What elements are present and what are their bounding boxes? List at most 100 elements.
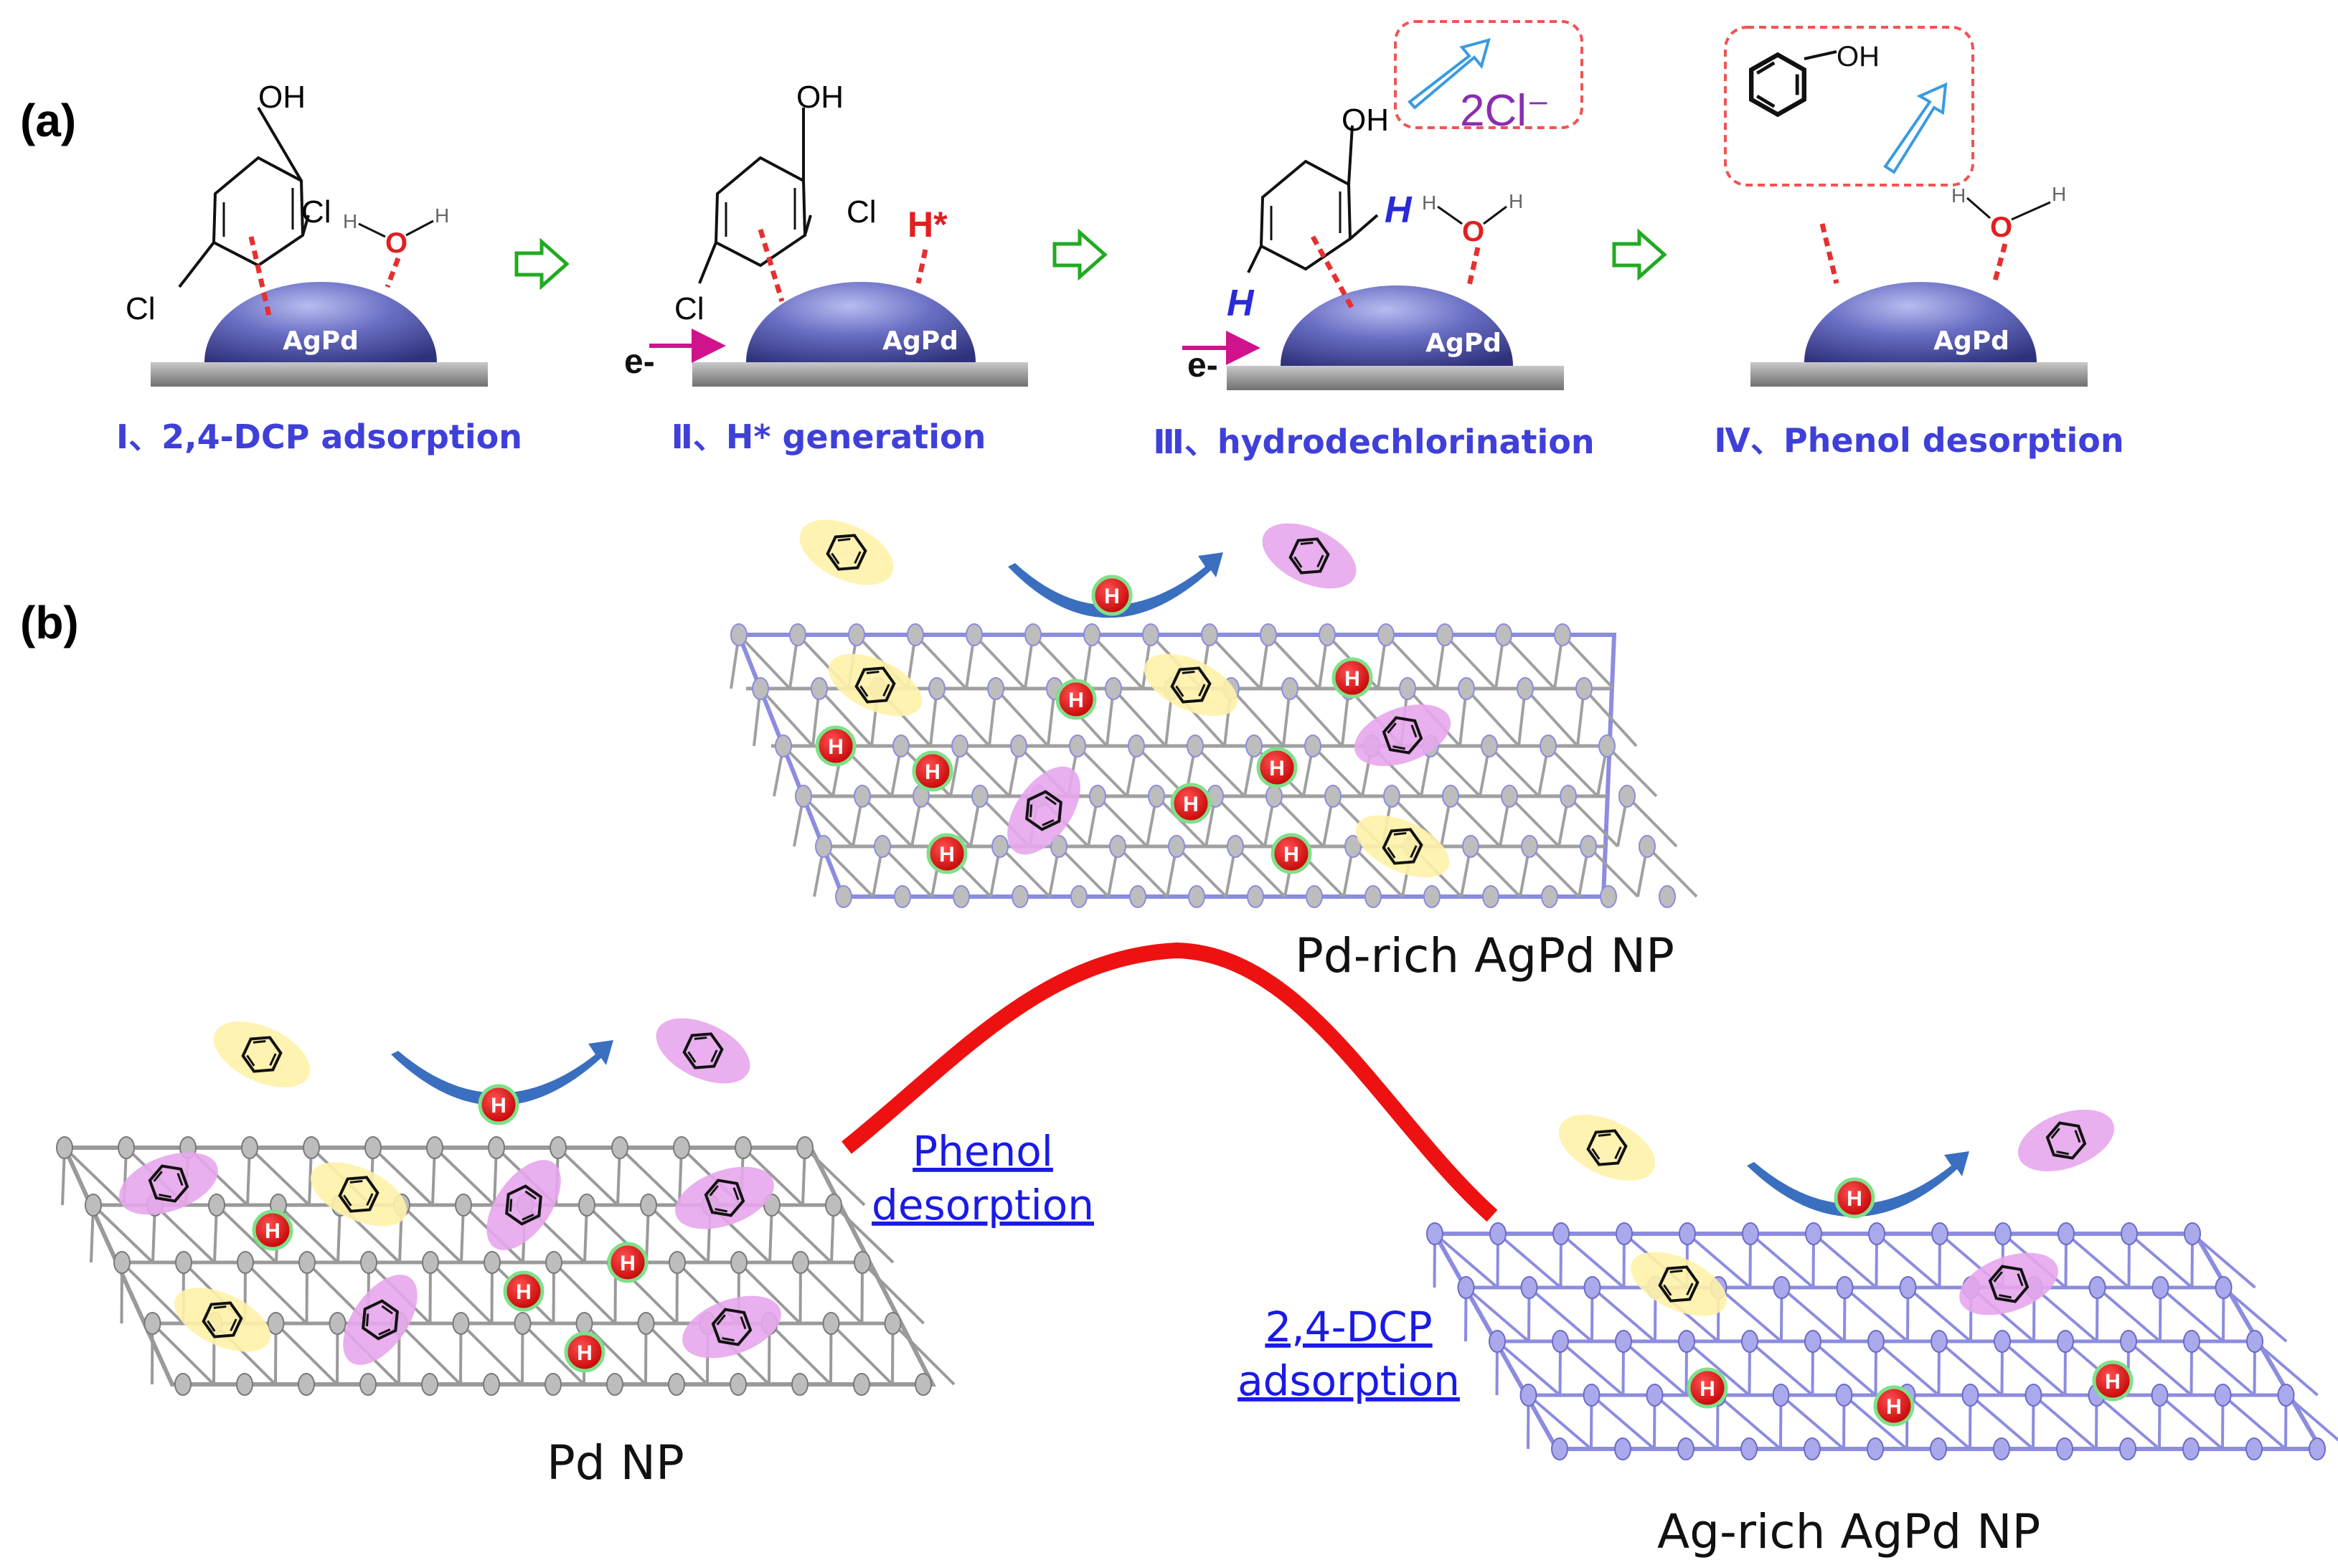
lattice-atom: [1069, 735, 1086, 757]
lattice-atom: [2309, 1437, 2326, 1460]
step-label: Ⅰ、2,4-DCP adsorption: [116, 417, 522, 456]
lattice-atom: [578, 1194, 595, 1217]
electron-label: e-: [624, 343, 655, 381]
svg-text:H: H: [1068, 689, 1084, 712]
svg-text:H: H: [925, 760, 941, 784]
lattice-atom: [1835, 1384, 1853, 1407]
reaction-arrow-icon: [1008, 552, 1223, 618]
lattice-atom: [1344, 835, 1362, 858]
lattice-atom: [1227, 835, 1244, 858]
lattice-atom: [791, 1373, 809, 1396]
svg-text:H: H: [620, 1252, 636, 1275]
lattice-atom: [2245, 1437, 2263, 1460]
lattice-atom: [951, 735, 968, 757]
lattice-atom: [822, 1312, 840, 1335]
lattice-atom: [894, 885, 911, 908]
pd-molecules: [119, 1018, 781, 1365]
svg-text:H: H: [2105, 1370, 2121, 1394]
lattice-atom: [1364, 885, 1382, 908]
lattice-atom: [915, 1373, 932, 1396]
electron-label: e-: [1187, 346, 1218, 384]
reaction-arrow-icon: [1747, 1151, 1969, 1217]
lattice-atom: [1423, 885, 1441, 908]
lattice-atom: [1457, 1276, 1475, 1299]
lattice-atom: [488, 1136, 505, 1159]
lattice-atom: [848, 623, 865, 646]
lattice-atom: [452, 1312, 470, 1335]
lattice-atom: [854, 1251, 871, 1274]
svg-text:H: H: [491, 1094, 506, 1118]
lattice-atom: [364, 1136, 382, 1159]
h-atom: H: [815, 725, 857, 767]
lattice-atom: [2215, 1276, 2233, 1299]
lattice-atom: [825, 1194, 842, 1217]
oh-label: OH: [1342, 103, 1389, 138]
svg-text:O: O: [385, 227, 407, 259]
lattice-atom: [1426, 1222, 1443, 1245]
lattice-atom: [752, 677, 769, 700]
lattice-atom: [1583, 1276, 1601, 1299]
svg-text:H: H: [577, 1341, 593, 1365]
lattice-atom: [637, 1312, 655, 1335]
svg-text:H: H: [1269, 757, 1285, 780]
lattice-atom: [2057, 1330, 2074, 1353]
lattice-atom: [1961, 1384, 1979, 1407]
lattice-atom: [1583, 1384, 1601, 1407]
panel-b-label: (b): [20, 597, 79, 648]
svg-text:H: H: [1700, 1377, 1715, 1401]
lattice-atom: [1773, 1276, 1791, 1299]
lattice-atom: [267, 1312, 285, 1335]
lattice-atom: [1024, 623, 1042, 646]
lattice-atom: [2246, 1330, 2263, 1353]
lattice-atom: [854, 785, 871, 808]
lattice-atom: [329, 1312, 347, 1335]
lattice-atom: [1677, 1437, 1694, 1460]
lattice-atom: [143, 1312, 161, 1335]
lattice-atom: [359, 1373, 377, 1396]
oh-label: OH: [796, 80, 844, 115]
lattice-atom: [1598, 735, 1616, 757]
lattice-atom: [237, 1251, 254, 1274]
lattice-atom: [1109, 835, 1126, 858]
pd-rich-molecules: [799, 519, 1451, 878]
lattice-atom: [484, 1251, 501, 1274]
lattice-atom: [1618, 785, 1636, 808]
np-caption: Pd-rich AgPd NP: [1295, 928, 1674, 983]
svg-text:H: H: [1509, 190, 1523, 212]
lattice-atom: [1993, 1437, 2010, 1460]
lattice-atom: [892, 735, 910, 757]
lattice-atom: [2277, 1384, 2295, 1407]
lattice-atom: [208, 1194, 225, 1217]
lattice-atom: [1742, 1222, 1759, 1245]
dcp-adsorption-label: adsorption: [1238, 1356, 1460, 1405]
lattice-atom: [1519, 1384, 1537, 1407]
lattice-atom: [483, 1373, 500, 1396]
lattice-atom: [1836, 1276, 1854, 1299]
lattice-atom: [1639, 835, 1656, 858]
lattice-atom: [1741, 1330, 1758, 1353]
dcp-molecule: [698, 108, 812, 303]
svg-text:H: H: [1886, 1395, 1902, 1419]
lattice-atom: [1867, 1330, 1885, 1353]
lattice-atom: [1128, 735, 1145, 757]
svg-text:H: H: [1847, 1187, 1862, 1211]
svg-text:H: H: [1104, 585, 1120, 608]
lattice-atom: [118, 1136, 135, 1159]
lattice-atom: [2151, 1276, 2169, 1299]
lattice-atom: [789, 623, 806, 646]
lattice-atom: [1931, 1330, 1948, 1353]
lattice-atom: [1089, 785, 1106, 808]
cl-label: Cl: [847, 194, 877, 230]
lattice-atom: [1188, 885, 1205, 908]
lattice-atom: [303, 1136, 320, 1159]
lattice-atom: [795, 785, 812, 808]
h-atom: H: [503, 1270, 545, 1312]
water-molecule: H O H: [343, 204, 449, 288]
lattice-atom: [421, 1373, 438, 1396]
lattice-atom: [1580, 835, 1597, 858]
lattice-atom: [1012, 885, 1029, 908]
np-caption: Ag-rich AgPd NP: [1657, 1504, 2040, 1559]
agpd-nanoparticle: [1804, 282, 2037, 362]
chloride-box: [1394, 20, 1583, 129]
lattice-atom: [1148, 785, 1165, 808]
